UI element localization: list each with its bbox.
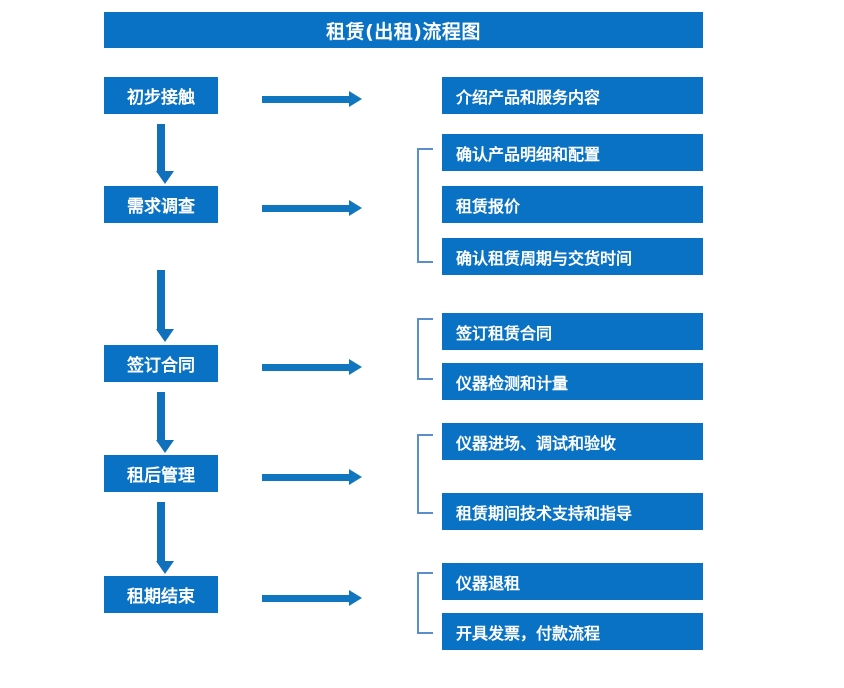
task-box-technical-support[interactable]: 租赁期间技术支持和指导 <box>442 493 703 530</box>
stage-box-demand-survey[interactable]: 需求调查 <box>104 186 218 223</box>
task-box-introduce-products[interactable]: 介绍产品和服务内容 <box>442 77 703 114</box>
diagram-title: 租赁(出租)流程图 <box>104 12 703 48</box>
task-box-instrument-inspection[interactable]: 仪器检测和计量 <box>442 363 703 400</box>
group-bracket-post-rental <box>417 434 433 514</box>
task-box-instrument-entry-commissioning[interactable]: 仪器进场、调试和验收 <box>442 423 703 460</box>
group-bracket-sign-contract <box>417 318 433 380</box>
task-box-instrument-return[interactable]: 仪器退租 <box>442 563 703 600</box>
task-box-confirm-product-details[interactable]: 确认产品明细和配置 <box>442 134 703 171</box>
stage-box-lease-end[interactable]: 租期结束 <box>104 576 218 613</box>
task-box-invoice-payment[interactable]: 开具发票，付款流程 <box>442 613 703 650</box>
task-box-rental-quotation[interactable]: 租赁报价 <box>442 186 703 223</box>
task-box-sign-lease-contract[interactable]: 签订租赁合同 <box>442 313 703 350</box>
stage-box-sign-contract[interactable]: 签订合同 <box>104 345 218 382</box>
task-box-confirm-lease-period[interactable]: 确认租赁周期与交货时间 <box>442 238 703 275</box>
stage-box-initial-contact[interactable]: 初步接触 <box>104 77 218 114</box>
group-bracket-lease-end <box>417 572 433 634</box>
stage-box-post-rental-management[interactable]: 租后管理 <box>104 455 218 492</box>
group-bracket-demand-survey <box>417 148 433 263</box>
